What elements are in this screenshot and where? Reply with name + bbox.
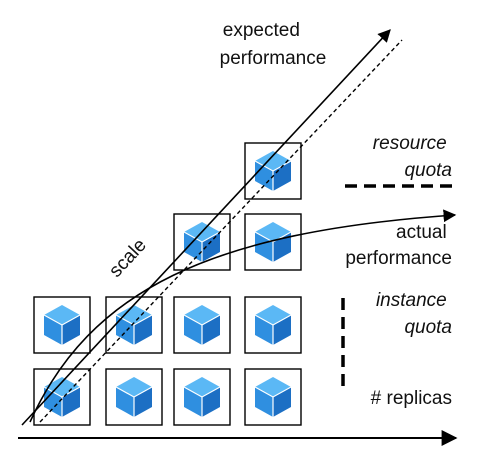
replica-box <box>105 368 163 426</box>
container-cube-icon <box>183 221 221 263</box>
replica-grid <box>33 142 302 426</box>
resource-quota-label: resource quota <box>373 133 452 181</box>
actual-performance-label: actual performance <box>345 222 452 269</box>
replica-box <box>244 296 302 354</box>
replica-box <box>173 368 231 426</box>
container-cube-icon <box>254 304 292 346</box>
replica-box <box>244 213 302 271</box>
expected-performance-arrow <box>21 29 391 426</box>
replica-box <box>244 368 302 426</box>
replica-box <box>173 296 231 354</box>
container-cube-icon <box>115 304 153 346</box>
container-cube-icon <box>115 376 153 418</box>
replica-box <box>173 213 231 271</box>
replicas-label: # replicas <box>371 388 452 409</box>
actual-performance-curve <box>29 209 457 423</box>
expected-performance-label: expected performance <box>220 20 327 69</box>
container-cube-icon <box>183 376 221 418</box>
container-cube-icon <box>254 221 292 263</box>
replica-box <box>244 142 302 200</box>
replica-box <box>33 368 91 426</box>
replica-box <box>33 296 91 354</box>
container-cube-icon <box>43 304 81 346</box>
container-cube-icon <box>254 150 292 192</box>
container-cube-icon <box>183 304 221 346</box>
scale-label: scale <box>105 235 151 282</box>
instance-quota-label: instance quota <box>376 290 452 338</box>
expected-performance-dashed-line <box>39 39 403 423</box>
container-cube-icon <box>254 376 292 418</box>
